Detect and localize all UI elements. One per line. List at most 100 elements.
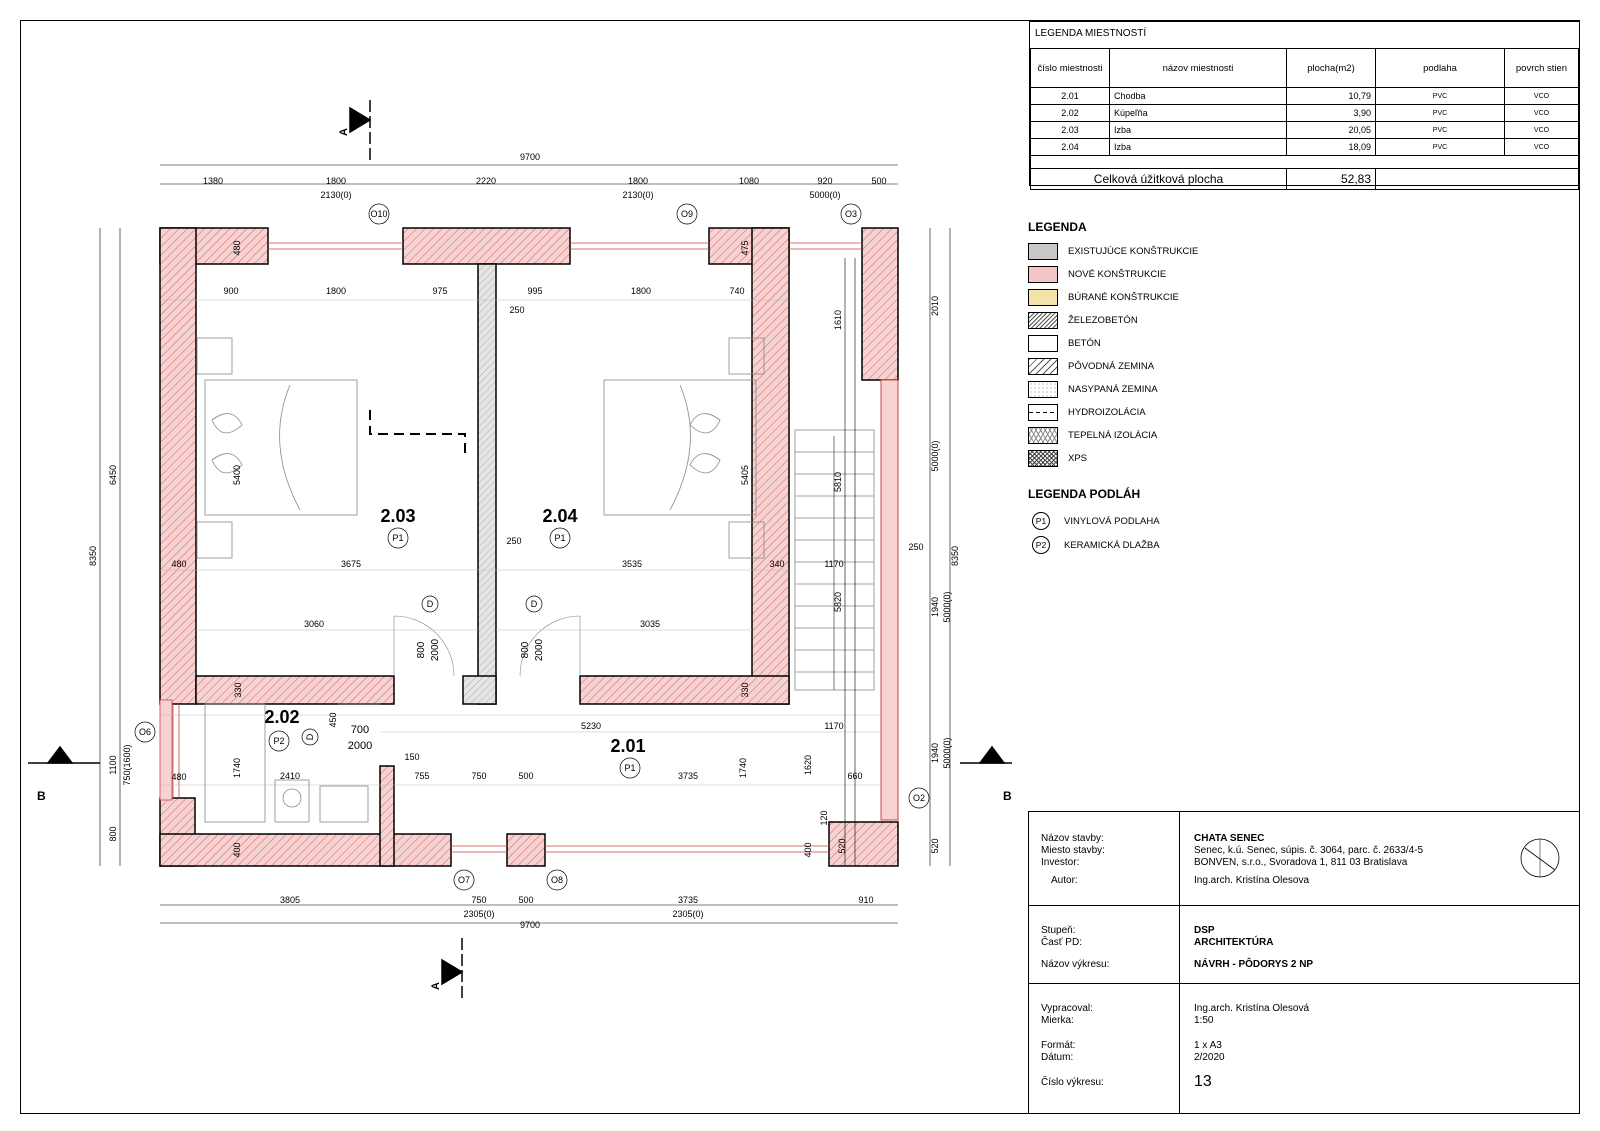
wall [159, 227, 197, 705]
floor-label: VINYLOVÁ PODLAHA [1064, 515, 1160, 527]
material-swatch [1028, 381, 1058, 398]
dim: 5405 [740, 465, 750, 485]
wall [506, 833, 546, 867]
col-header: plocha(m2) [1286, 48, 1376, 88]
total-row: Celková úžitková plocha 52,83 [1030, 168, 1579, 190]
dim: 1800 [631, 286, 651, 296]
dim-top: 1080 [739, 176, 759, 186]
table-row: 2.04 Izba 18,09 PVC VCO [1030, 138, 1579, 156]
table-row: 2.02 Kúpeľňa 3,90 PVC VCO [1030, 104, 1579, 122]
dim: 1170 [824, 721, 843, 731]
material-legend-item: ŽELEZOBETÓN [1028, 309, 1328, 332]
material-legend-item: BÚRANÉ KONŠTRUKCIE [1028, 286, 1328, 309]
material-legend-item: EXISTUJÚCE KONŠTRUKCIE [1028, 240, 1328, 263]
dim: 5820 [833, 592, 843, 612]
floor-legend-item: P2 KERAMICKÁ DLAŽBA [1028, 533, 1328, 557]
dim-right: 5000(0) [942, 737, 952, 768]
material-swatch [1028, 335, 1058, 352]
dim: 480 [171, 559, 186, 569]
section-marks [28, 100, 1012, 1000]
dim: 1170 [824, 559, 843, 569]
cell: 2.01 [1030, 87, 1110, 105]
hidden-line [369, 410, 466, 454]
value-investor: BONVEN, s.r.o., Svoradova 1, 811 03 Brat… [1194, 857, 1408, 868]
label-part: Časť PD: [1041, 937, 1082, 948]
room-legend-table: LEGENDA MIESTNOSTÍ číslo miestnosti názo… [1029, 21, 1580, 190]
dim-bottom: 750 [471, 895, 486, 905]
cell: 10,79 [1286, 87, 1376, 105]
dim: 1610 [833, 310, 843, 330]
sheet-frame [20, 20, 1580, 1114]
cell: VCO [1504, 104, 1579, 122]
floor-label: KERAMICKÁ DLAŽBA [1064, 539, 1160, 551]
material-legend-item: NASYPANÁ ZEMINA [1028, 378, 1328, 401]
cell: PVC [1375, 87, 1505, 105]
dim: 5230 [581, 721, 601, 731]
dim-top-sub: 2130(0) [320, 190, 351, 200]
dim: 480 [171, 772, 186, 782]
dim-bottom-overall: 9700 [520, 920, 540, 930]
label-location: Miesto stavby: [1041, 845, 1105, 856]
dim-left: 6450 [108, 465, 118, 485]
dim-top-overall: 9700 [520, 152, 540, 162]
dim: 975 [432, 286, 447, 296]
table-row: 2.01 Chodba 10,79 PVC VCO [1030, 87, 1579, 105]
value-author: Ing.arch. Kristína Olesova [1194, 875, 1310, 886]
dim: 1740 [232, 758, 242, 778]
dim-top-sub: 5000(0) [809, 190, 840, 200]
door-tag: D [305, 733, 315, 740]
dim: 250 [506, 536, 521, 546]
title-block: Názov stavby: Miesto stavby: Investor: A… [1028, 811, 1580, 1114]
window-lines [172, 242, 862, 853]
wall [159, 833, 452, 867]
value-scale: 1:50 [1194, 1015, 1214, 1026]
window-tag: O2 [913, 793, 925, 803]
dim-top: 1380 [203, 176, 223, 186]
wall [159, 699, 173, 801]
cell: 2.02 [1030, 104, 1110, 122]
value-number: 13 [1194, 1073, 1212, 1090]
dim-right: 5000(0) [930, 440, 940, 471]
room-number: 2.02 [264, 707, 299, 727]
room-floor-tag: P1 [554, 533, 565, 543]
material-swatch [1028, 358, 1058, 375]
material-swatch [1028, 243, 1058, 260]
material-swatch [1028, 312, 1058, 329]
door-sill: 450 [328, 712, 338, 727]
door-width: 800 [416, 641, 427, 658]
material-legend-item: BETÓN [1028, 332, 1328, 355]
wall [861, 227, 899, 381]
dimension-lines [99, 164, 951, 924]
door-tag: D [531, 599, 538, 609]
dim-top: 2220 [476, 176, 496, 186]
value-part: ARCHITEKTÚRA [1194, 937, 1274, 948]
dim-top-sub: 2130(0) [622, 190, 653, 200]
floor-legend-item: P1 VINYLOVÁ PODLAHA [1028, 509, 1328, 533]
dim: 340 [769, 559, 784, 569]
room-floor-tag: P1 [624, 763, 635, 773]
floor-legend-title: LEGENDA PODLÁH [1028, 487, 1141, 501]
dim: 250 [509, 305, 524, 315]
dim: 1800 [326, 286, 346, 296]
dim: 3735 [678, 771, 698, 781]
dim: 150 [404, 752, 419, 762]
value-drawn-by: Ing.arch. Kristína Olesová [1194, 1003, 1310, 1014]
room-legend-title: LEGENDA MIESTNOSTÍ [1035, 28, 1147, 39]
dim: 500 [518, 771, 533, 781]
dim: 995 [527, 286, 542, 296]
window-tag: O9 [681, 209, 693, 219]
material-label: BETÓN [1068, 338, 1101, 349]
dim: 5400 [232, 465, 242, 485]
dim: 480 [232, 240, 242, 255]
door-tag: D [427, 599, 434, 609]
material-label: PÔVODNÁ ZEMINA [1068, 361, 1155, 372]
material-swatch [1028, 289, 1058, 306]
dim: 1740 [738, 758, 748, 778]
dim: 3535 [622, 559, 642, 569]
dim-right: 2010 [930, 296, 940, 316]
window-tag: O8 [551, 875, 563, 885]
material-label: EXISTUJÚCE KONŠTRUKCIE [1068, 246, 1199, 257]
window-tag: O10 [370, 209, 387, 219]
material-label: NASYPANÁ ZEMINA [1068, 384, 1158, 395]
